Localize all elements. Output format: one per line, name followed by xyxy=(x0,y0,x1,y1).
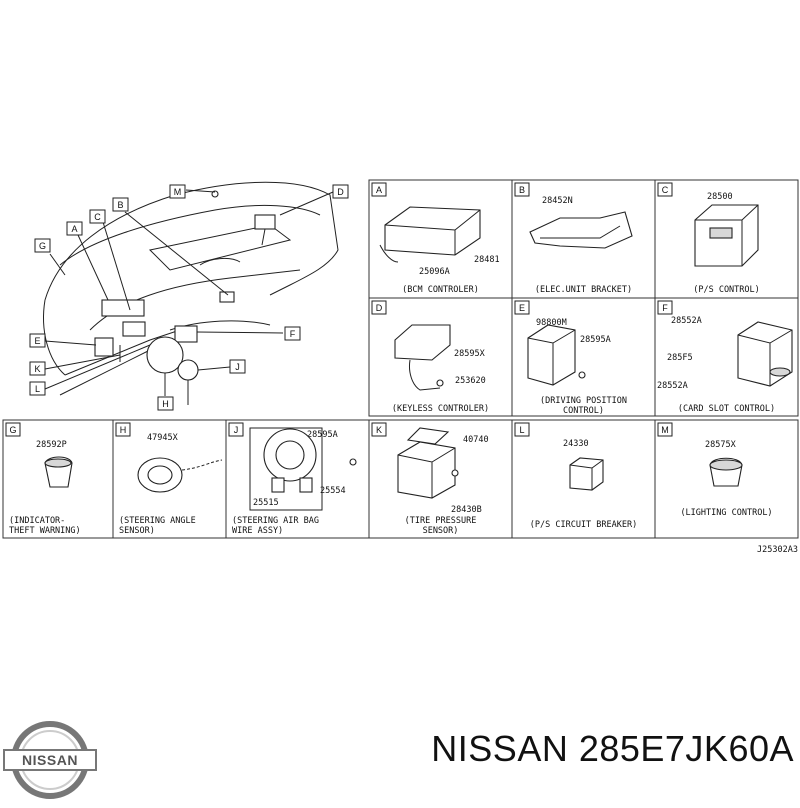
panel-d: D 28595X 253620 (KEYLESS CONTROLER) xyxy=(368,297,513,417)
part-number: 28481 xyxy=(474,255,500,265)
parts-diagram: M D A C B G E F K J L H A 28481 25096A (BCM CONTROLER)… xyxy=(2,179,799,555)
part-number: 28595A xyxy=(580,335,611,345)
part-number: 40740 xyxy=(463,435,489,445)
overview-label-f: F xyxy=(284,326,301,341)
part-number: 28552A xyxy=(657,381,688,391)
part-number: 25554 xyxy=(320,486,346,496)
panel-g: G 28592P (INDICATOR-THEFT WARNING) xyxy=(2,419,114,539)
panel-caption: (ELEC.UNIT BRACKET) xyxy=(535,285,632,295)
overview-letter: K xyxy=(34,364,40,374)
panel-letter: A xyxy=(376,185,382,195)
part-number: 25096A xyxy=(419,267,450,277)
panel-m: M 28575X (LIGHTING CONTROL) xyxy=(654,419,799,539)
panel-letter: B xyxy=(519,185,525,195)
panel-letter: K xyxy=(376,425,382,435)
overview-label-g: G xyxy=(34,238,51,253)
overview-letter: G xyxy=(39,241,46,251)
panel-letter: E xyxy=(519,303,525,313)
overview-label-l: L xyxy=(29,381,46,396)
panel-caption: (DRIVING POSITION xyxy=(540,396,627,406)
overview-label-b: B xyxy=(112,197,129,212)
reference-code: J25302A3 xyxy=(757,545,798,555)
part-number: 28592P xyxy=(36,440,67,450)
part-number: 47945X xyxy=(147,433,179,443)
panel-caption: WIRE ASSY) xyxy=(232,526,283,536)
overview-letter: L xyxy=(35,384,40,394)
panel-caption: (INDICATOR- xyxy=(9,516,65,526)
overview-label-c: C xyxy=(89,209,106,224)
panel-caption: SENSOR) xyxy=(119,526,155,536)
panel-caption: SENSOR) xyxy=(423,526,459,536)
overview-letter: C xyxy=(94,212,101,222)
panel-caption: (P/S CONTROL) xyxy=(693,285,760,295)
keyless-controller-illustration xyxy=(394,324,451,361)
page-title: NISSAN 285E7JK60A xyxy=(431,728,794,769)
panel-caption: (BCM CONTROLER) xyxy=(402,285,479,295)
part-number: 98800M xyxy=(536,318,567,328)
overview-label-d: D xyxy=(332,184,349,199)
panel-letter: L xyxy=(519,425,524,435)
panel-caption: THEFT WARNING) xyxy=(9,526,81,536)
part-number: 25515 xyxy=(253,498,279,508)
part-number: 28430B xyxy=(451,505,482,515)
panel-caption: (LIGHTING CONTROL) xyxy=(680,508,772,518)
overview-label-a: A xyxy=(66,221,83,236)
bcm-controller-illustration xyxy=(384,206,481,256)
ps-circuit-breaker-illustration xyxy=(569,457,604,491)
panel-caption: (KEYLESS CONTROLER) xyxy=(392,404,489,414)
part-number: 24330 xyxy=(563,439,589,449)
overview-letter: F xyxy=(290,329,296,339)
overview-label-e: E xyxy=(29,333,46,348)
overview-letter: J xyxy=(235,362,240,372)
panel-caption: (CARD SLOT CONTROL) xyxy=(678,404,775,414)
svg-text:NISSAN: NISSAN xyxy=(22,752,78,768)
overview-letter: B xyxy=(117,200,123,210)
overview-label-h: H xyxy=(157,396,174,411)
panel-letter: H xyxy=(120,425,127,435)
overview-letter: A xyxy=(71,224,77,234)
part-illustrations xyxy=(44,204,793,511)
overview-label-j: J xyxy=(229,359,246,374)
panel-letter: D xyxy=(376,303,383,313)
panel-letter: F xyxy=(662,303,668,313)
panel-letter: J xyxy=(234,425,239,435)
part-number: 253620 xyxy=(455,376,486,386)
panel-caption: (TIRE PRESSURE xyxy=(405,516,477,526)
part-number: 28575X xyxy=(705,440,737,450)
overview-letter: D xyxy=(337,187,344,197)
card-slot-control-illustration xyxy=(737,321,793,387)
panel-caption: (STEERING AIR BAG xyxy=(232,516,319,526)
overview-label-k: K xyxy=(29,361,46,376)
part-number: 285F5 xyxy=(667,353,693,363)
panel-caption: (P/S CIRCUIT BREAKER) xyxy=(530,520,637,530)
panel-letter: C xyxy=(662,185,669,195)
tire-pressure-sensor-illustration xyxy=(397,441,456,499)
panel-caption: (STEERING ANGLE xyxy=(119,516,196,526)
elec-unit-bracket-illustration xyxy=(529,211,633,249)
dashboard-overview xyxy=(43,181,339,405)
nissan-logo: NISSAN xyxy=(3,721,97,799)
part-number: 28500 xyxy=(707,192,733,202)
overview-letter: E xyxy=(34,336,40,346)
part-number: 28452N xyxy=(542,196,573,206)
part-number: 28595X xyxy=(454,349,486,359)
overview-letter: M xyxy=(174,187,182,197)
panel-caption: CONTROL) xyxy=(563,406,604,416)
panel-grid: A 28481 25096A (BCM CONTROLER) B 28452N (ELEC.… xyxy=(2,179,799,555)
panel-letter: M xyxy=(661,425,669,435)
overview-letter: H xyxy=(162,399,169,409)
part-number: 28552A xyxy=(671,316,702,326)
panel-letter: G xyxy=(9,425,16,435)
overview-letter-boxes: M D A C B G E F K J L H xyxy=(29,184,349,411)
overview-label-m: M xyxy=(169,184,186,199)
